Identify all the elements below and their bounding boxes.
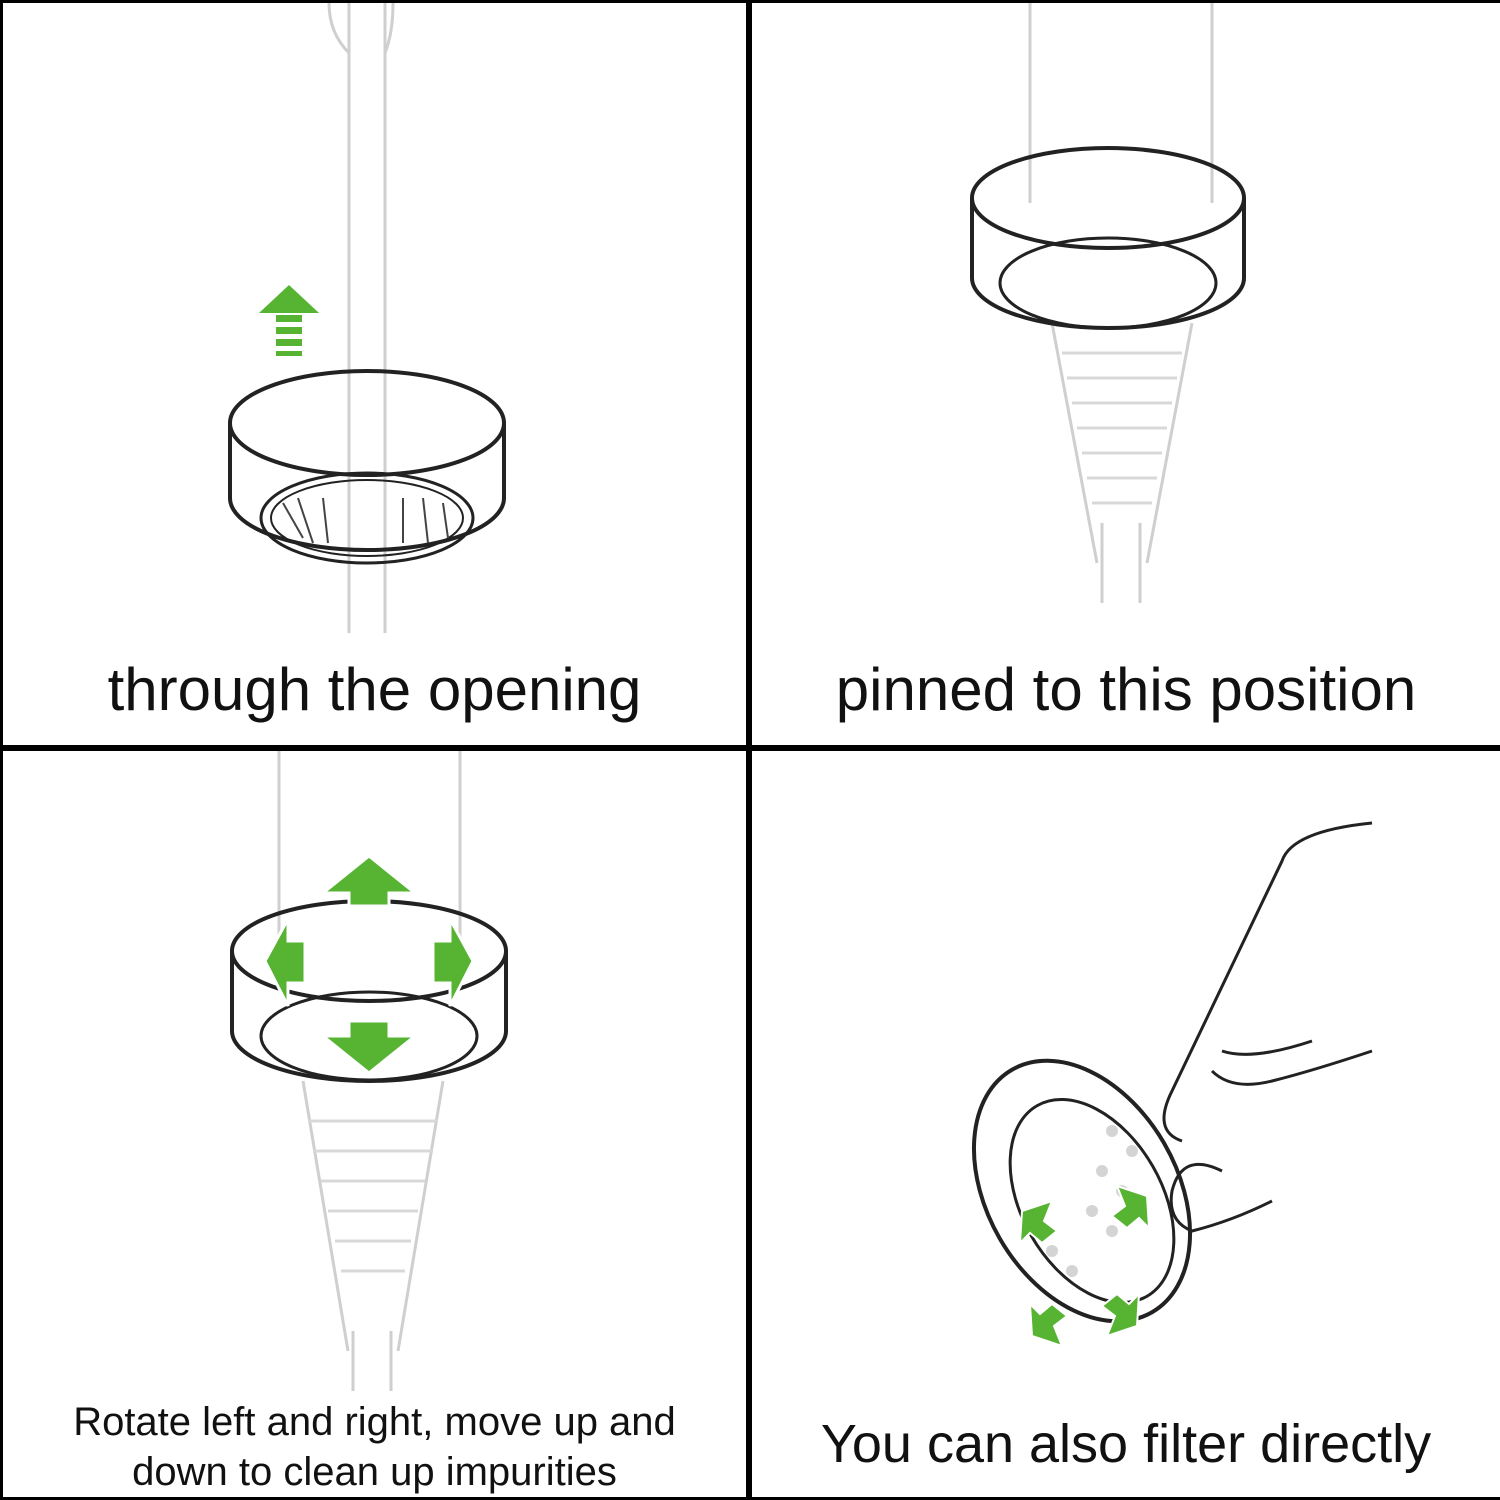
rotate-ring-illustration xyxy=(230,751,508,1391)
arrow-left-icon xyxy=(263,918,307,1007)
arrow-downright-icon xyxy=(1100,1291,1141,1338)
caption: You can also filter directly xyxy=(820,1414,1432,1474)
horizontal-divider xyxy=(0,745,1500,751)
hand-filter-illustration xyxy=(971,821,1373,1348)
hand-outline xyxy=(1162,821,1373,1233)
arrow-upleft-icon xyxy=(1018,1199,1059,1246)
panel-rotate-clean: Rotate left and right, move up and down … xyxy=(0,751,746,1500)
arrow-right-icon xyxy=(431,918,475,1007)
ring-pinned-illustration xyxy=(970,3,1246,603)
arrow-down-icon xyxy=(318,1019,420,1075)
panel-filter-directly: You can also filter directly xyxy=(752,751,1500,1500)
arrow-up-icon xyxy=(318,854,420,908)
panel-pinned-position: pinned to this position xyxy=(752,0,1500,745)
caption: Rotate left and right, move up and down … xyxy=(3,1397,746,1497)
arrow-downleft-icon xyxy=(1028,1301,1069,1348)
caption: through the opening xyxy=(107,656,642,723)
panel-through-opening: through the opening xyxy=(0,0,746,745)
caption-line-1: Rotate left and right, move up and xyxy=(73,1400,676,1444)
ring-on-pipe-illustration xyxy=(228,3,506,633)
caption: pinned to this position xyxy=(835,656,1417,723)
caption-line-2: down to clean up impurities xyxy=(132,1450,617,1494)
up-arrow-icon xyxy=(259,285,319,356)
arrow-upright-icon xyxy=(1110,1184,1151,1231)
